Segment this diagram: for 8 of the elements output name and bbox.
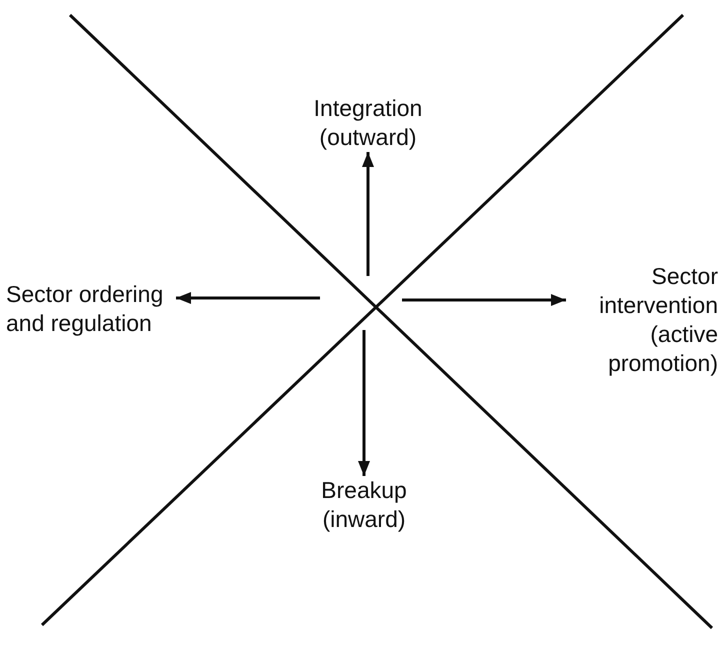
- arrow: [358, 330, 370, 476]
- direction-label: Sector ordering and regulation: [6, 280, 176, 338]
- arrow: [176, 292, 320, 304]
- arrow: [362, 152, 374, 276]
- direction-label: Breakup (inward): [309, 476, 419, 534]
- direction-label: Sector intervention (active promotion): [566, 262, 718, 378]
- arrow: [402, 294, 566, 306]
- direction-label: Integration (outward): [303, 94, 433, 152]
